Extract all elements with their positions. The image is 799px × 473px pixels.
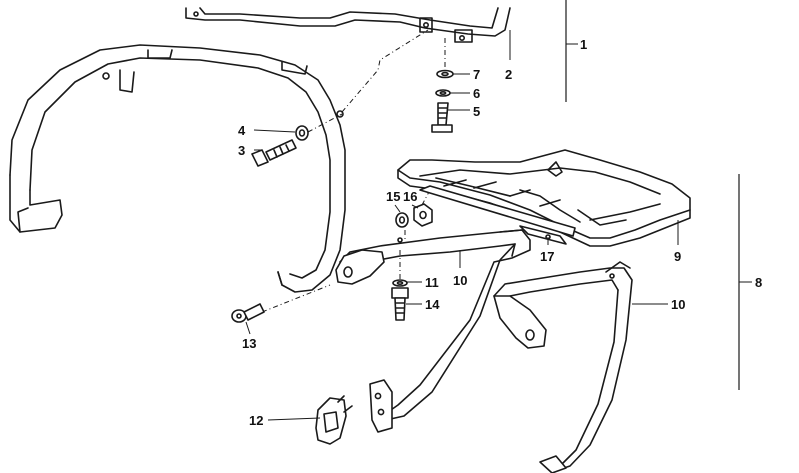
part-11-washer: [392, 279, 408, 287]
leader-15: [394, 204, 401, 213]
part-1-grab-rail: [9, 44, 346, 293]
assembly-line-c: [307, 113, 343, 133]
part-4-washer: [295, 125, 309, 141]
callout-16: 16: [403, 189, 417, 204]
assembly-line-d: [261, 284, 331, 313]
leader-13: [245, 321, 251, 335]
part-14-bolt: [391, 287, 409, 321]
callout-3: 3: [238, 143, 245, 158]
callout-12: 12: [249, 413, 263, 428]
callout-10a: 10: [453, 273, 467, 288]
part-2-top-bracket: [185, 7, 511, 43]
callout-1: 1: [580, 37, 587, 52]
callout-4: 4: [238, 123, 246, 138]
callout-11: 11: [425, 275, 439, 290]
callout-14: 14: [425, 297, 440, 312]
part-17-plate: [419, 185, 576, 245]
part-15-washer: [395, 212, 409, 228]
callout-13: 13: [242, 336, 256, 351]
callout-10b: 10: [671, 297, 685, 312]
part-7-washer: [436, 69, 454, 79]
part-5-bolt: [431, 102, 453, 133]
leader-12: [267, 417, 321, 421]
part-13-bolt: [231, 303, 265, 323]
part-6-spring-washer: [435, 89, 451, 97]
part-3-bolt: [251, 139, 297, 167]
part-10-support-bracket-right: [493, 261, 633, 473]
callout-6: 6: [473, 86, 480, 101]
callout-8: 8: [755, 275, 762, 290]
part-16-nut: [413, 203, 433, 227]
callout-17: 17: [540, 249, 554, 264]
leader-4: [253, 129, 296, 133]
leader-16: [411, 204, 419, 209]
callout-7: 7: [473, 67, 480, 82]
part-12-clamp: [315, 395, 353, 445]
callout-15: 15: [386, 189, 400, 204]
assembly-line-a: [341, 29, 429, 113]
callout-9: 9: [674, 249, 681, 264]
callout-2: 2: [505, 67, 512, 82]
callout-5: 5: [473, 104, 480, 119]
part-10-support-bracket-left: [335, 229, 531, 433]
